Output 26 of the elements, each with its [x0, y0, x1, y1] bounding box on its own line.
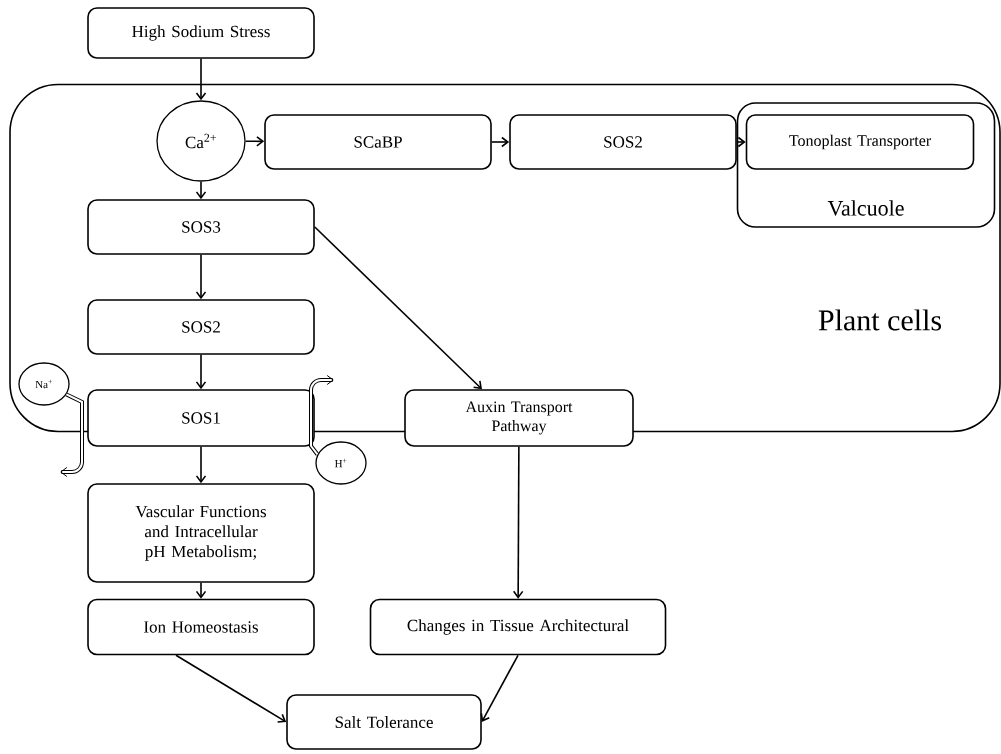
arrow: [195, 58, 207, 101]
arrow: [195, 254, 207, 300]
process-box: Auxin Transport Pathway: [404, 389, 634, 447]
process-box: SOS2: [87, 299, 315, 355]
arrow: [195, 354, 207, 390]
process-box: SOS3: [87, 199, 315, 255]
arrow: [175, 654, 287, 723]
arrow: [195, 180, 207, 200]
arrow: [195, 582, 207, 599]
process-box: Salt Tolerance: [286, 694, 482, 750]
transport-arrow: [309, 375, 334, 456]
process-box: Vascular Functions and Intracellular pH Metabolism;: [87, 483, 315, 583]
process-box: Tonoplast Transporter: [745, 114, 975, 170]
arrow: [480, 654, 519, 722]
process-box: SOS1: [87, 389, 315, 447]
arrow: [314, 226, 482, 390]
arrow: [512, 446, 524, 599]
process-box: Changes in Tissue Architectural: [369, 598, 667, 656]
process-box: SOS2: [509, 114, 737, 170]
arrow: [491, 136, 510, 148]
process-box: High Sodium Stress: [87, 7, 315, 59]
process-box: SCaBP: [264, 114, 492, 170]
transport-arrow: [60, 392, 84, 477]
arrow: [244, 136, 265, 147]
arrow: [195, 446, 207, 484]
process-box: Ion Homeostasis: [87, 598, 315, 656]
